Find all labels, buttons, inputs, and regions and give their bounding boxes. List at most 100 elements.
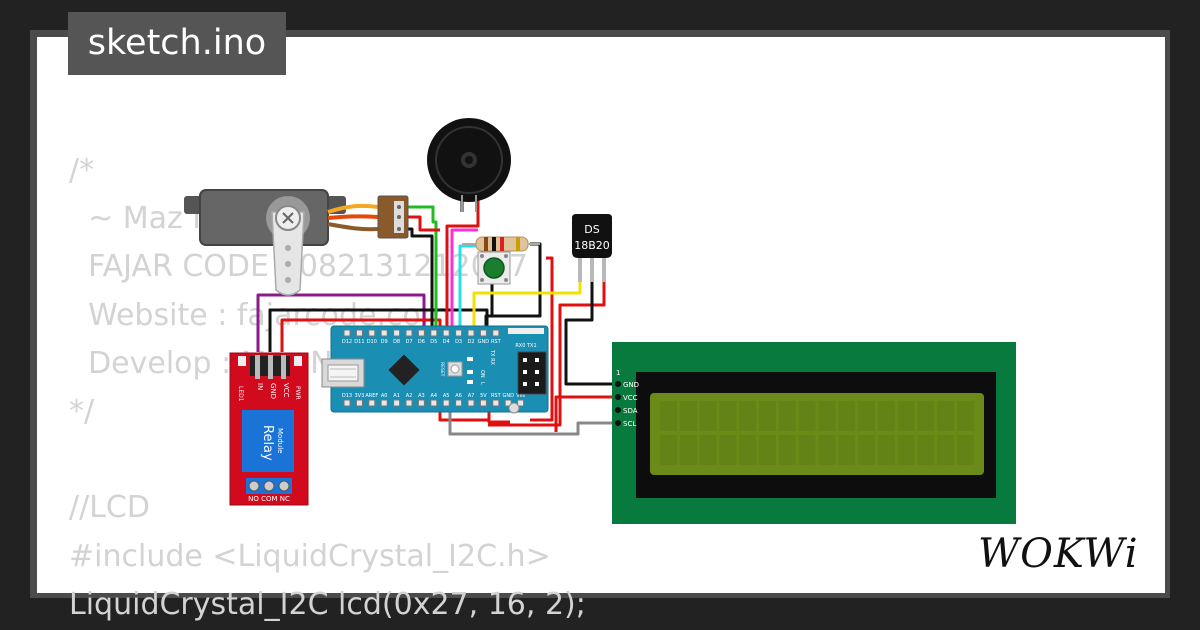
lcd-cell <box>739 401 757 431</box>
lcd-cell <box>679 401 697 431</box>
lcd-pin-scl: SCL <box>623 420 636 428</box>
file-title: sketch.ino <box>68 12 286 75</box>
relay-module: IN GND VCC LED1 PWR Relay Module NO COM … <box>229 352 309 506</box>
lcd-cell <box>719 435 737 465</box>
nano-top-pin-label: RST <box>491 339 502 345</box>
lcd-cell <box>897 401 915 431</box>
lcd-pin-gnd: GND <box>623 381 639 389</box>
nano-pin-hole <box>442 399 450 407</box>
nano-pin-hole <box>455 399 463 407</box>
wire-red-servo <box>408 215 440 232</box>
nano-pin-hole <box>517 399 525 407</box>
lcd-cell <box>957 401 974 431</box>
lcd-cell <box>957 435 974 465</box>
nano-pin-hole <box>368 399 376 407</box>
lcd-cell <box>818 435 836 465</box>
wire-red-relay-vcc <box>280 318 488 422</box>
nano-pin-hole <box>405 399 413 407</box>
lcd-pin-sda: SDA <box>623 407 638 415</box>
nano-pin-hole <box>492 399 500 407</box>
nano-top-pin-label: D6 <box>418 339 425 345</box>
code-line: */ <box>69 393 95 429</box>
nano-pin-hole <box>355 399 363 407</box>
nano-pin-hole <box>417 329 425 337</box>
nano-pin-hole <box>479 329 487 337</box>
lcd-cell <box>699 401 717 431</box>
nano-bottom-pin-label: 5V <box>480 393 487 399</box>
nano-pin-hole <box>479 399 487 407</box>
lcd-cell <box>917 435 935 465</box>
nano-pin-hole <box>430 329 438 337</box>
relay-pwr: PWR <box>294 386 301 400</box>
lcd-cell <box>897 435 915 465</box>
nano-pin-hole <box>393 329 401 337</box>
nano-pin-hole <box>393 399 401 407</box>
wire-yellow <box>472 280 582 333</box>
nano-top-pin-label: D4 <box>443 339 450 345</box>
wokwi-logo: WOKWi <box>978 531 1139 577</box>
nano-top-pin-label: D2 <box>467 339 474 345</box>
nano-pin-hole <box>492 329 500 337</box>
nano-bottom-pin-label: GND <box>502 393 514 399</box>
nano-pin-hole <box>355 329 363 337</box>
wire-red-buzzer <box>445 200 480 333</box>
nano-top-pin-label: GND <box>478 339 490 345</box>
nano-pin-hole <box>467 399 475 407</box>
nano-pin-hole <box>380 329 388 337</box>
lcd-cell <box>719 401 737 431</box>
nano-pin-hole <box>467 329 475 337</box>
push-button <box>477 251 511 285</box>
wire-red-resistor <box>530 256 554 422</box>
relay-terminals: NO COM NC <box>248 495 290 503</box>
nano-pin-hole <box>368 329 376 337</box>
lcd-cell <box>877 401 895 431</box>
servo-screw-icon <box>282 212 294 224</box>
nano-pin-hole <box>455 329 463 337</box>
nano-bottom-pin-label: D13 <box>342 393 352 399</box>
wire-cyan <box>458 244 480 333</box>
lcd-cell <box>660 401 677 431</box>
lcd-cell <box>798 401 816 431</box>
lcd-cell <box>917 401 935 431</box>
wire-red-ds <box>488 280 606 427</box>
code-line: //LCD <box>69 490 150 526</box>
wire-red-lcd-vcc <box>554 395 616 432</box>
relay-pin-vcc: VCC <box>282 383 290 398</box>
lcd-cell <box>877 435 895 465</box>
wire-green-servo <box>408 205 438 333</box>
nano-top-pin-label: D7 <box>405 339 412 345</box>
nano-bottom-pin-label: VIN <box>516 393 525 399</box>
nano-bottom-pin-label: A7 <box>468 393 475 399</box>
nano-top-pin-label: D10 <box>367 339 377 345</box>
code-line: #include <LiquidCrystal_I2C.h> <box>69 538 551 574</box>
wires <box>256 198 616 436</box>
nano-top-pin-label: D9 <box>381 339 388 345</box>
nano-bottom-pin-label: 3V3 <box>355 393 365 399</box>
nano-rxtx: RX0 TX1 <box>515 343 536 349</box>
nano-bottom-pin-label: A4 <box>430 393 437 399</box>
lcd-cell <box>798 435 816 465</box>
lcd-cell <box>679 435 697 465</box>
nano-pin-hole <box>417 399 425 407</box>
nano-txrx: TX RX <box>489 349 495 366</box>
wire-purple <box>256 293 426 352</box>
lcd-cell <box>838 401 856 431</box>
nano-bottom-pin-label: A6 <box>455 393 462 399</box>
servo-motor <box>184 189 409 296</box>
sensor-label-2: 18B20 <box>574 239 610 252</box>
nano-pin-hole <box>405 329 413 337</box>
nano-bottom-pin-label: A3 <box>418 393 425 399</box>
sensor-label-1: DS <box>584 223 599 236</box>
lcd-cell <box>699 435 717 465</box>
wire-magenta <box>450 228 478 333</box>
relay-pin-gnd: GND <box>269 383 277 399</box>
lcd-cell <box>937 401 955 431</box>
nano-bottom-pin-label: RST <box>491 393 502 399</box>
lcd-cell <box>739 435 757 465</box>
lcd-cell <box>858 401 875 431</box>
lcd-cell <box>660 435 677 465</box>
